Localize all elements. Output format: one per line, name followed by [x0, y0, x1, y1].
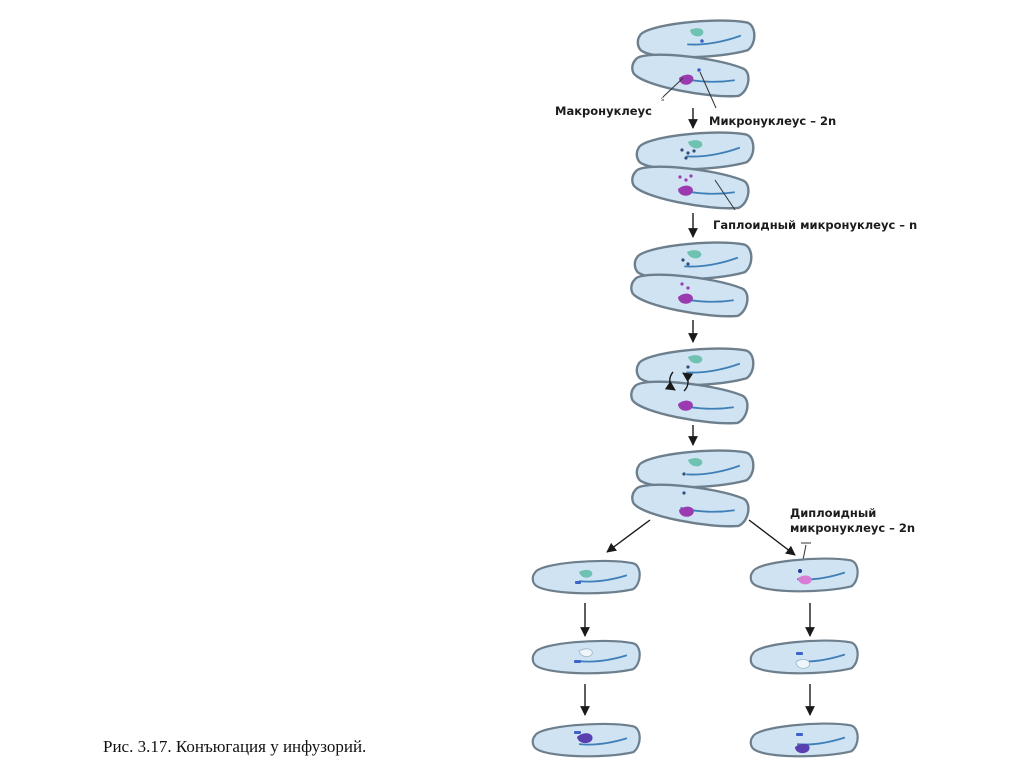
label-micronucleus-2n: Микронуклеус – 2n: [709, 114, 836, 128]
label-diploid-line1: Диплоидный: [790, 506, 876, 520]
right-cell-2: [750, 639, 858, 675]
arrow-split-left: [607, 520, 650, 552]
left-cell-2: [532, 640, 640, 674]
pair-stage-4: [629, 346, 755, 428]
pair-stage-5: [630, 448, 755, 531]
figure-caption: Рис. 3.17. Конъюгация у инфузорий.: [103, 737, 366, 757]
label-diploid-line2: микронуклеус – 2n: [790, 521, 915, 535]
right-cell-1: [750, 557, 858, 593]
left-cell-1: [532, 560, 640, 594]
label-macronucleus: Макронуклеус: [555, 104, 652, 118]
left-cell-3: [532, 723, 640, 757]
pair-stage-1: s: [630, 18, 756, 103]
label-haploid-micronucleus: Гаплоидный микронуклеус – n: [713, 218, 917, 232]
pair-stage-3: [629, 240, 753, 321]
arrow-split-right: [749, 520, 795, 555]
pair-stage-2: [630, 130, 755, 213]
right-cell-3: [750, 722, 858, 758]
